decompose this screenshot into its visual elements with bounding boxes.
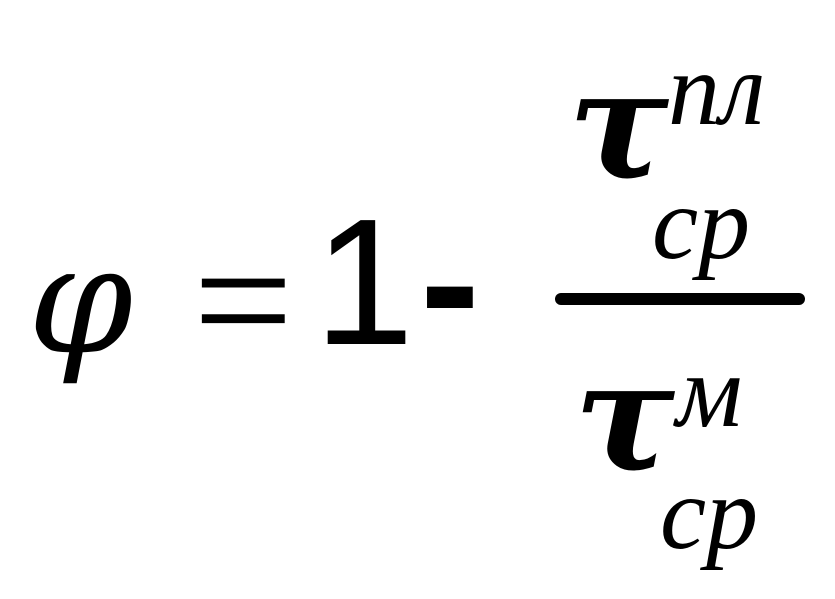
minus-sign: - [420,182,480,383]
numerator-tau: τ [568,37,669,213]
phi-symbol: φ [28,214,134,388]
denominator-superscript: м [676,334,743,449]
denominator-tau: τ [574,329,675,505]
number-one: 1 [314,182,415,383]
denominator-subscript: ср [660,456,759,571]
fraction-bar [555,293,805,305]
numerator-superscript: пл [668,32,766,147]
numerator-subscript: ср [652,166,751,281]
equals-sign: = [193,201,294,399]
